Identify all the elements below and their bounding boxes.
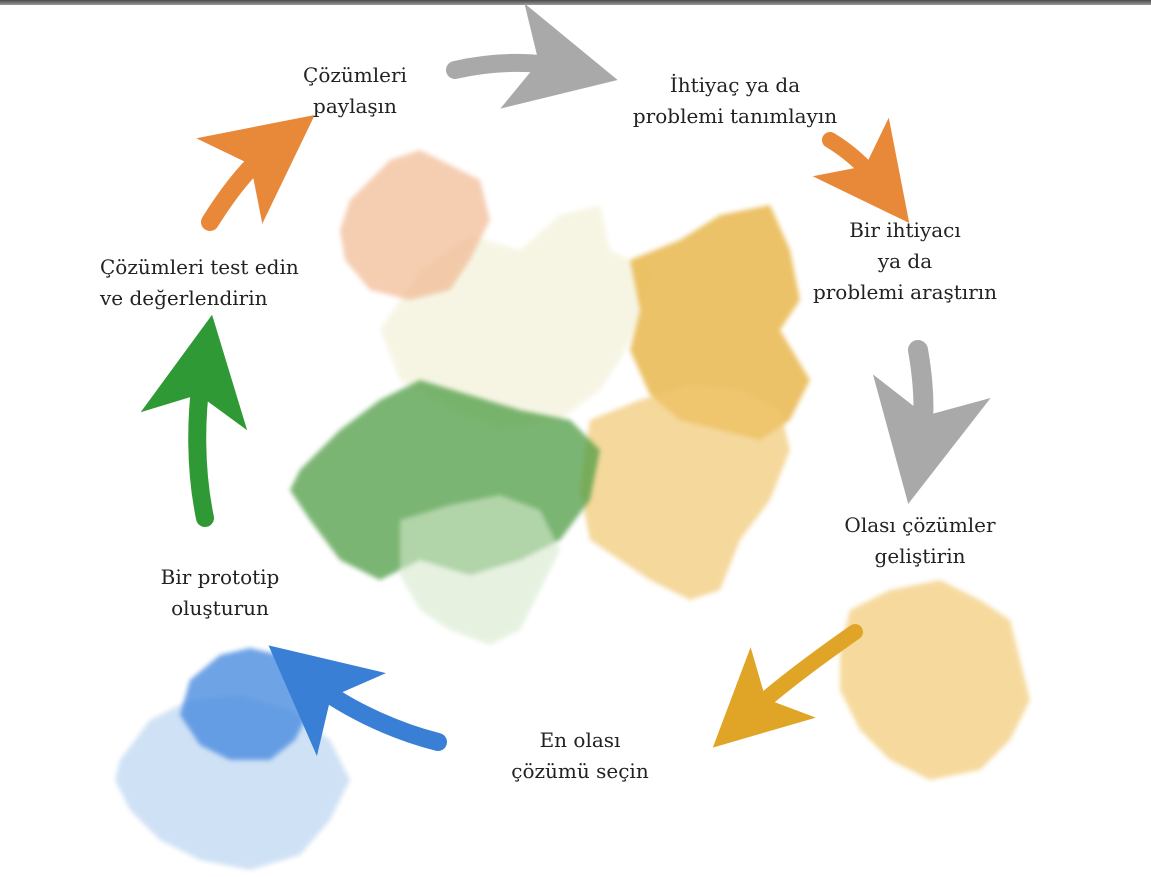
- splash-light-green: [400, 495, 560, 645]
- step-define-line-1: İhtiyaç ya da: [669, 73, 801, 97]
- splash-peach: [340, 150, 490, 300]
- step-research-line-2: ya da: [877, 249, 933, 273]
- step-research: Bir ihtiyacı ya da problemi araştırın: [790, 215, 1020, 308]
- arrow-research-to-develop: [872, 340, 991, 504]
- step-research-line-1: Bir ihtiyacı: [849, 218, 961, 242]
- step-share-line-2: paylaşın: [313, 94, 397, 118]
- step-select-line-1: En olası: [539, 728, 621, 752]
- arrow-select-to-prototype: [268, 645, 447, 757]
- cycle-arrows: [140, 3, 991, 757]
- step-research-line-3: problemi araştırın: [812, 280, 998, 304]
- splash-yellow-lower: [580, 385, 790, 600]
- step-test-line-2: ve değerlendirin: [100, 286, 268, 310]
- step-define-line-2: problemi tanımlayın: [632, 104, 838, 128]
- step-share: Çözümleri paylaşın: [290, 60, 420, 122]
- arrow-develop-to-select: [712, 624, 863, 748]
- splash-yellow-upper: [630, 205, 810, 440]
- arrow-share-to-define: [446, 3, 618, 109]
- arrow-test-to-share: [196, 114, 315, 231]
- splash-yellow-right: [840, 580, 1030, 780]
- arrow-prototype-to-test: [140, 314, 248, 527]
- splash-blue: [180, 648, 310, 760]
- top-border: [0, 0, 1151, 5]
- step-prototype-line-1: Bir prototip: [160, 565, 280, 589]
- step-share-line-1: Çözümleri: [303, 63, 407, 87]
- step-select-line-2: çözümü seçin: [511, 759, 649, 783]
- step-prototype-line-2: oluşturun: [171, 596, 269, 620]
- step-prototype: Bir prototip oluşturun: [130, 562, 310, 624]
- step-select: En olası çözümü seçin: [480, 725, 680, 787]
- step-define: İhtiyaç ya da problemi tanımlayın: [605, 70, 865, 132]
- step-develop-line-1: Olası çözümler: [844, 513, 996, 537]
- step-test: Çözümleri test edin ve değerlendirin: [100, 252, 350, 314]
- step-develop-line-2: geliştirin: [874, 544, 966, 568]
- step-develop: Olası çözümler geliştirin: [810, 510, 1030, 572]
- arrow-define-to-research: [812, 117, 910, 224]
- step-test-line-1: Çözümleri test edin: [100, 255, 299, 279]
